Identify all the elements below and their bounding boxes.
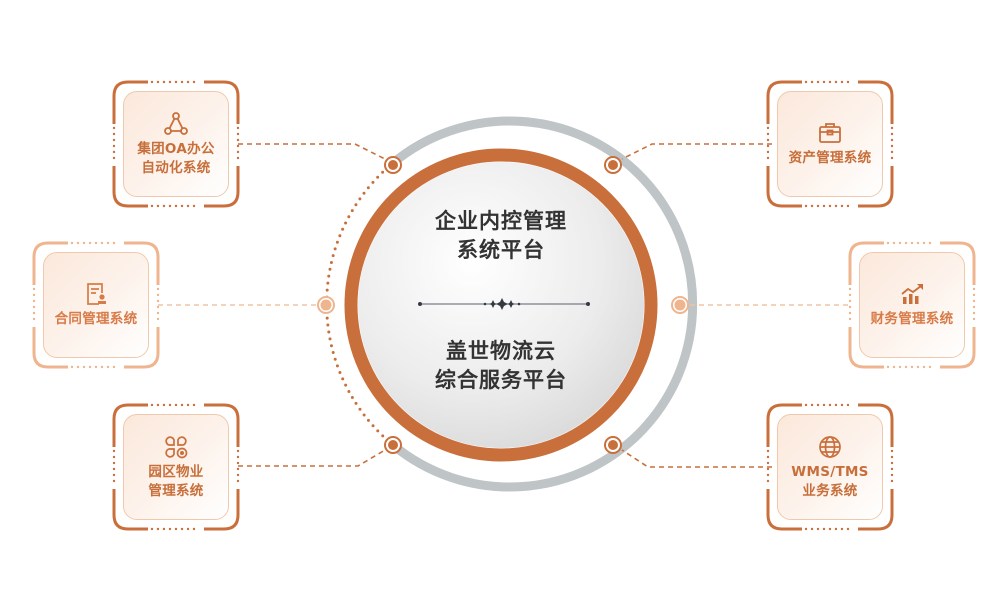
module-label-property-line1: 园区物业 (148, 463, 204, 480)
contract-document-icon (87, 283, 106, 305)
node-oa (384, 156, 402, 174)
module-card-asset[interactable]: 资产管理系统 (768, 82, 892, 206)
module-label-wms-line2: 业务系统 (802, 482, 858, 499)
frame-oa (112, 80, 240, 208)
module-label-asset: 资产管理系统 (788, 150, 872, 166)
module-card-property[interactable]: 园区物业 管理系统 (114, 405, 238, 529)
center-subtitle-line2: 综合服务平台 (435, 368, 567, 392)
connector-wms (621, 449, 772, 468)
module-card-oa[interactable]: 集团OA办公 自动化系统 (114, 82, 238, 206)
frame-wms (766, 403, 894, 531)
frame-contract (32, 241, 160, 369)
node-asset (604, 156, 622, 174)
connector-asset (621, 143, 772, 160)
center-subtitle: 盖世物流云 综合服务平台 (401, 337, 601, 395)
frame-asset (766, 80, 894, 208)
module-card-wms[interactable]: WMS/TMS 业务系统 (768, 405, 892, 529)
module-label-wms-line1: WMS/TMS (791, 463, 869, 480)
outer-gray-arc (390, 116, 698, 492)
center-title: 企业内控管理 系统平台 (401, 207, 601, 265)
center-orange-ring (344, 148, 658, 462)
center-title-line1: 企业内控管理 (435, 209, 567, 233)
node-wms (604, 436, 622, 454)
node-property (384, 436, 402, 454)
module-label-property-line2: 管理系统 (148, 482, 204, 499)
growth-chart-icon (901, 284, 923, 304)
module-label-finance: 财务管理系统 (870, 311, 954, 327)
connector-property (238, 449, 386, 467)
frame-property (112, 403, 240, 531)
module-label-contract: 合同管理系统 (54, 311, 138, 327)
briefcase-icon (819, 123, 841, 143)
frame-finance (848, 241, 976, 369)
center-subtitle-line1: 盖世物流云 (446, 339, 556, 363)
module-card-contract[interactable]: 合同管理系统 (34, 243, 158, 367)
node-finance (671, 296, 689, 314)
node-contract (317, 296, 335, 314)
center-divider (418, 298, 590, 310)
module-card-finance[interactable]: 财务管理系统 (850, 243, 974, 367)
module-label-oa-line2: 自动化系统 (141, 159, 211, 176)
clover-grid-icon (165, 435, 188, 458)
network-nodes-icon (164, 111, 188, 135)
connector-oa (238, 143, 386, 160)
center-title-line2: 系统平台 (457, 238, 545, 262)
globe-icon (819, 435, 841, 458)
module-label-oa-line1: 集团OA办公 (137, 140, 215, 157)
